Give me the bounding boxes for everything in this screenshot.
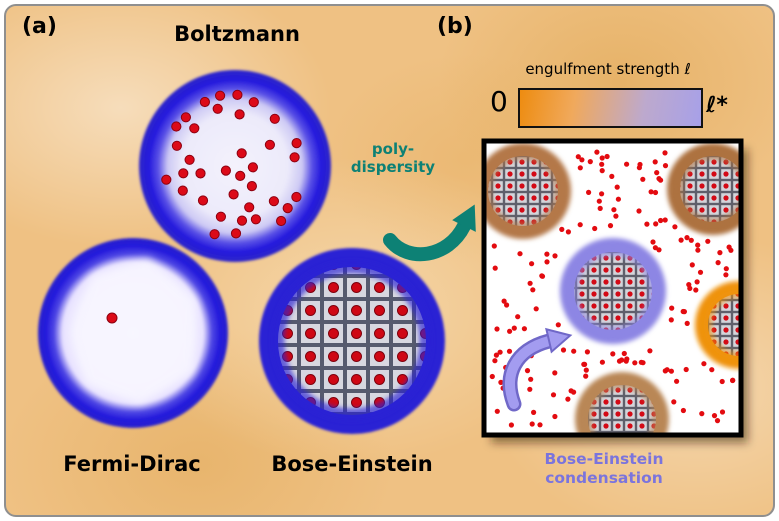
engulfed-droplet-brown-topleft bbox=[486, 143, 571, 239]
fermi-single-particle bbox=[106, 312, 118, 324]
engulfed-droplet-orange-right bbox=[695, 281, 739, 369]
condensed-droplet-purple-center bbox=[560, 238, 666, 344]
engulfment-colorbar bbox=[518, 88, 703, 128]
bose-einstein-circle bbox=[259, 248, 445, 434]
engulfed-droplet-brown-topright bbox=[667, 143, 739, 235]
engulfed-droplet-tan-bottom bbox=[575, 372, 669, 433]
colorbar-min-label: 0 bbox=[490, 85, 508, 118]
boltzmann-particles bbox=[161, 89, 302, 240]
bose-einstein-label: Bose-Einstein bbox=[271, 452, 433, 476]
fermi-dirac-label: Fermi-Dirac bbox=[63, 452, 201, 476]
colorbar-max-label: ℓ* bbox=[706, 93, 728, 118]
fermi-dirac-circle bbox=[38, 238, 228, 428]
panel-b-label: (b) bbox=[437, 14, 473, 39]
condensation-arrow-icon bbox=[502, 327, 573, 412]
polydispersity-label-line2: dispersity bbox=[350, 158, 436, 176]
free-particles-dots bbox=[489, 149, 736, 428]
condensation-label-line2: condensation bbox=[545, 469, 663, 487]
boltzmann-label: Boltzmann bbox=[174, 22, 300, 46]
polydispersity-arrow-icon bbox=[383, 204, 476, 262]
boltzmann-circle bbox=[139, 70, 331, 262]
colorbar-title: engulfment strength ℓ bbox=[525, 60, 691, 78]
condensation-label-line1: Bose-Einstein bbox=[544, 450, 664, 468]
panel-a-label: (a) bbox=[22, 14, 57, 39]
polydispersity-label-line1: poly- bbox=[371, 140, 415, 158]
